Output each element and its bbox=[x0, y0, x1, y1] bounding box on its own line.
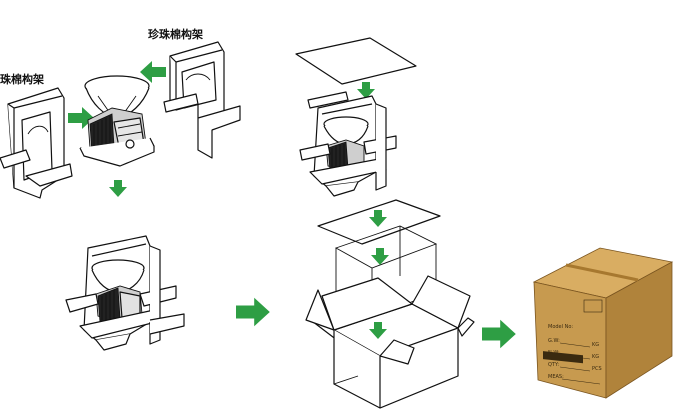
label-pearl-foam-frame-left: 珠棉构架 bbox=[0, 73, 44, 86]
carton-meas-label: MEAS: bbox=[548, 374, 564, 380]
carton-qty-label: QTY: bbox=[548, 362, 559, 368]
carton-model-label: Model No: bbox=[548, 324, 573, 330]
framed-lamp-top-view bbox=[299, 91, 397, 197]
sealed-carton: Model No: G.W: KG N.W: KG QTY: PCS MEAS: bbox=[532, 247, 674, 399]
right-foam-frame bbox=[163, 41, 241, 159]
left-foam-frame bbox=[0, 87, 73, 199]
carton-nw-label: N.W: bbox=[548, 350, 560, 356]
label-pearl-foam-frame-right: 珍珠棉构架 bbox=[148, 28, 203, 41]
top-foam-sheet bbox=[295, 37, 417, 85]
carton-gw-unit: KG bbox=[592, 342, 599, 348]
arrow-right-icon bbox=[482, 319, 516, 349]
arrow-left-icon bbox=[140, 61, 166, 83]
brand-logo-strip bbox=[543, 351, 583, 364]
arrow-right-icon bbox=[236, 297, 270, 327]
lamp-in-frame-assembly bbox=[65, 235, 185, 351]
carton-nw-unit: KG bbox=[592, 354, 599, 360]
carton-gw-label: G.W: bbox=[548, 338, 560, 344]
arrow-down-icon bbox=[109, 180, 127, 197]
lamp-fixture bbox=[79, 75, 155, 167]
carton-qty-unit: PCS bbox=[592, 366, 602, 372]
open-carton bbox=[305, 275, 475, 409]
